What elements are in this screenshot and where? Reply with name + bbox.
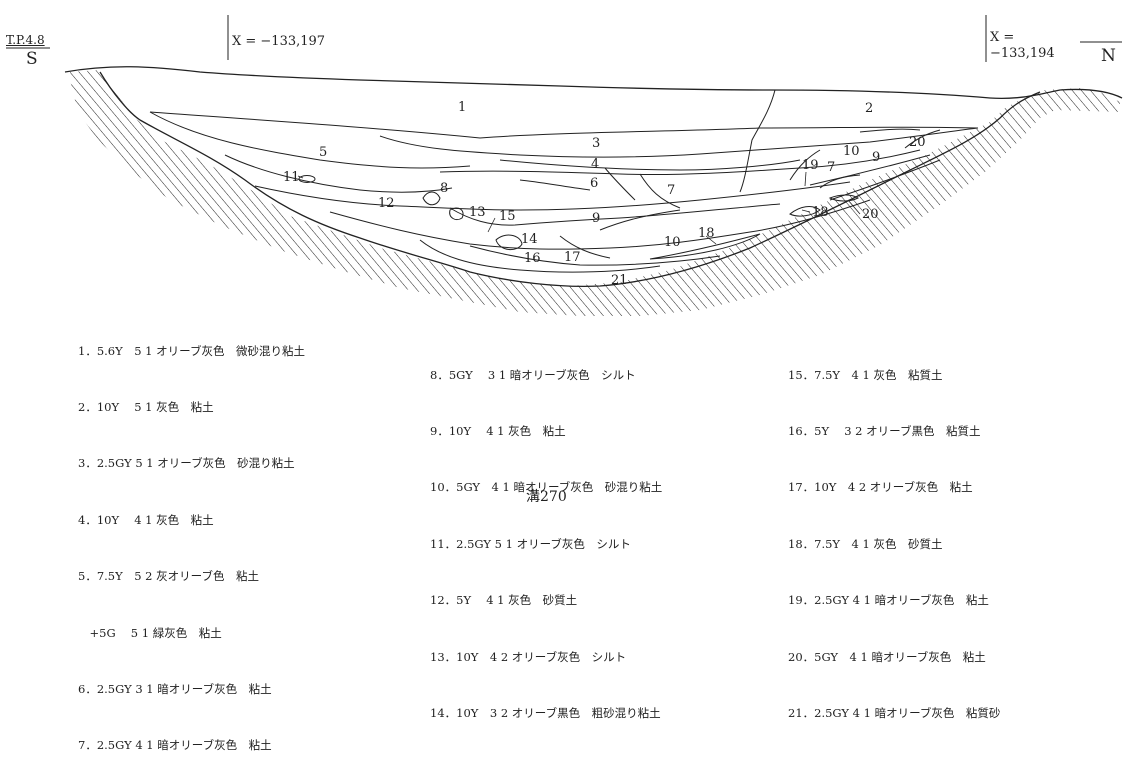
legend-column-1: 1．5.6Y 5 1 オリーブ灰色 微砂混り粘土 2．10Y 5 1 灰色 粘土… — [78, 304, 305, 774]
legend-item: 21．2.5GY 4 1 暗オリーブ灰色 粘質砂 — [788, 705, 1001, 720]
figure-caption: 溝270 — [526, 489, 567, 505]
legend-item: 18．7.5Y 4 1 灰色 砂質土 — [788, 536, 943, 551]
legend-item: 1．5.6Y 5 1 オリーブ灰色 微砂混り粘土 — [78, 343, 305, 358]
legend-item: 4．10Y 4 1 灰色 粘土 — [78, 512, 214, 527]
legend-item: 5．7.5Y 5 2 灰オリーブ色 粘土 — [78, 569, 259, 584]
legend-item: 11．2.5GY 5 1 オリーブ灰色 シルト — [430, 536, 631, 551]
layer-label-3: 3 — [592, 136, 600, 151]
legend-item: 16．5Y 3 2 オリーブ黒色 粘質土 — [788, 423, 981, 438]
north-label: N — [1101, 46, 1116, 66]
layer-18-lens — [649, 233, 761, 260]
layer-20-lens — [828, 194, 859, 202]
layer-label-13: 13 — [469, 205, 486, 220]
layer-label-21: 21 — [611, 273, 628, 288]
layer-label-14: 14 — [521, 232, 538, 247]
layer-label-9: 9 — [592, 211, 600, 226]
legend-item: 12．5Y 4 1 灰色 砂質土 — [430, 593, 578, 608]
layer-label-1: 1 — [458, 100, 466, 115]
legend-item: 15．7.5Y 4 1 灰色 粘質土 — [788, 367, 943, 382]
legend-item: +5G 5 1 緑灰色 粘土 — [78, 625, 222, 640]
layer-label-20b: 20 — [862, 207, 879, 222]
legend-item: 6．2.5GY 3 1 暗オリーブ灰色 粘土 — [78, 681, 272, 696]
layer-boundaries — [149, 89, 979, 273]
trench-section-figure: 1 2 3 4 5 6 7 8 9 10 11 12 13 14 15 16 1… — [6, 15, 1123, 316]
layer-11-lens — [298, 175, 316, 183]
x-coordinate-right-line1: X = — [990, 30, 1015, 45]
layer-label-8: 8 — [440, 181, 448, 196]
x-coordinate-right-line2: −133,194 — [990, 46, 1055, 61]
trench-bottom-line — [99, 71, 1041, 288]
layer-label-4: 4 — [591, 157, 599, 172]
legend-item: 8．5GY 3 1 暗オリーブ灰色 シルト — [430, 367, 636, 382]
layer-13-lens — [449, 207, 464, 221]
layer-label-20: 20 — [909, 135, 926, 150]
legend-item: 7．2.5GY 4 1 暗オリーブ灰色 粘土 — [78, 738, 272, 753]
layer-label-10: 10 — [664, 235, 681, 250]
layer-label-18: 18 — [698, 226, 715, 241]
layer-label-7: 7 — [667, 183, 675, 198]
layer-8-lens — [422, 191, 441, 206]
legend-item: 13．10Y 4 2 オリーブ灰色 シルト — [430, 649, 627, 664]
legend-item: 20．5GY 4 1 暗オリーブ灰色 粘土 — [788, 649, 986, 664]
layer-label-11: 11 — [283, 170, 300, 185]
layer-label-16: 16 — [524, 251, 541, 266]
ground-surface-line — [64, 66, 1123, 100]
legend-item: 9．10Y 4 1 灰色 粘土 — [430, 423, 566, 438]
x-coordinate-left: X = −133,197 — [232, 34, 326, 49]
legend-item: 14．10Y 3 2 オリーブ黒色 粗砂混り粘土 — [430, 705, 661, 720]
layer-label-5: 5 — [319, 145, 327, 160]
legend-item: 3．2.5GY 5 1 オリーブ灰色 砂混り粘土 — [78, 456, 295, 471]
label-leaders — [297, 171, 861, 245]
layer-18-lens-upper — [789, 206, 821, 217]
legend-item: 19．2.5GY 4 1 暗オリーブ灰色 粘土 — [788, 593, 989, 608]
layer-label-17: 17 — [564, 250, 581, 265]
layer-label-10b: 10 — [843, 144, 860, 159]
layer-label-2: 2 — [865, 101, 873, 116]
legend-column-2: 8．5GY 3 1 暗オリーブ灰色 シルト 9．10Y 4 1 灰色 粘土 10… — [430, 328, 662, 742]
layer-label-6: 6 — [590, 176, 598, 191]
legend-column-3: 15．7.5Y 4 1 灰色 粘質土 16．5Y 3 2 オリーブ黒色 粘質土 … — [788, 328, 1000, 742]
elevation-label: T.P.4.8 — [6, 33, 45, 47]
layer-label-9b: 9 — [872, 150, 880, 165]
legend-item: 17．10Y 4 2 オリーブ灰色 粘土 — [788, 480, 973, 495]
south-label: S — [26, 49, 38, 69]
layer-label-19: 19 — [802, 158, 819, 173]
layer-label-18b: 18 — [812, 205, 829, 220]
layer-label-15: 15 — [499, 209, 516, 224]
legend-item: 2．10Y 5 1 灰色 粘土 — [78, 399, 214, 414]
legend-item: 10．5GY 4 1 暗オリーブ灰色 砂混り粘土 — [430, 480, 663, 495]
hatched-ground — [70, 70, 1120, 316]
layer-14-lens — [495, 234, 523, 250]
layer-label-7b: 7 — [827, 160, 835, 175]
layer-label-12: 12 — [378, 196, 395, 211]
